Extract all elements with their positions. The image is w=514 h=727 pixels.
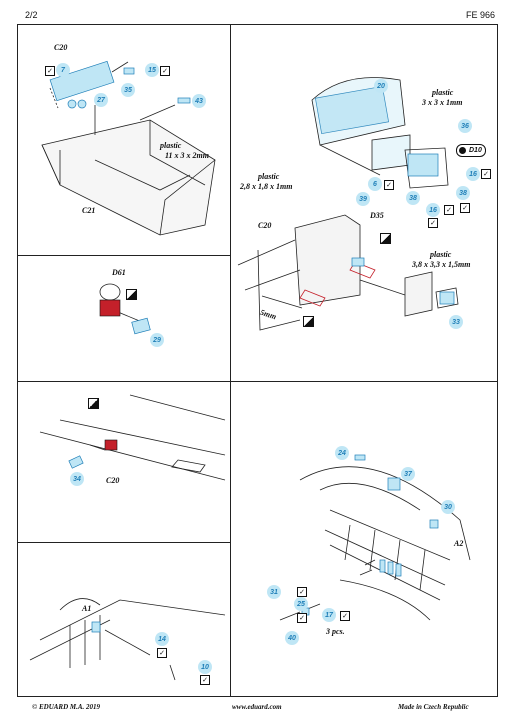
paint-color-icon: [88, 398, 99, 409]
part-number: 38: [406, 191, 420, 205]
made-in: Made in Czech Republic: [398, 703, 469, 711]
part-number: 20: [374, 79, 388, 93]
plastic-dims: 3 x 3 x 1mm: [422, 98, 463, 107]
check-box: ✓: [157, 648, 167, 658]
check-box: ✓: [200, 675, 210, 685]
plastic-dims: 2,8 x 1,8 x 1mm: [240, 182, 293, 191]
check-box: ✓: [160, 66, 170, 76]
plastic-label: plastic: [432, 88, 454, 97]
column-divider-bottom: [230, 381, 231, 697]
check-box: ✓: [384, 180, 394, 190]
column-divider-top: [230, 24, 231, 381]
part-number: 14: [155, 632, 169, 646]
part-c20-label: C20: [54, 43, 68, 52]
plastic-label: plastic: [258, 172, 280, 181]
part-number: 16: [466, 167, 480, 181]
part-a2-label: A2: [454, 539, 464, 548]
part-number: 39: [356, 192, 370, 206]
part-number: 43: [192, 94, 206, 108]
check-box: ✓: [444, 205, 454, 215]
plastic-dims: 3,8 x 3,3 x 1,5mm: [412, 260, 471, 269]
plastic-dims: 11 x 3 x 2mm: [165, 151, 210, 160]
check-box: ✓: [297, 587, 307, 597]
part-c20-label: C20: [258, 221, 272, 230]
quantity-label: 3 pcs.: [326, 627, 345, 636]
part-number: 17: [322, 608, 336, 622]
row-divider-2: [17, 381, 498, 382]
part-a1-label: A1: [82, 604, 92, 613]
part-number: 16: [426, 203, 440, 217]
paint-color-icon: [126, 289, 137, 300]
copyright: © EDUARD M.A. 2019: [32, 703, 101, 711]
check-box: ✓: [428, 218, 438, 228]
instruction-frame: [17, 24, 498, 697]
part-number: 7: [56, 63, 70, 77]
part-number: 35: [121, 83, 135, 97]
part-number: 6: [368, 177, 382, 191]
part-number: 15: [145, 63, 159, 77]
page-number: 2/2: [25, 10, 38, 20]
row-divider-3: [17, 542, 230, 543]
part-c21-label: C21: [82, 206, 96, 215]
part-number: 36: [458, 119, 472, 133]
part-number: 34: [70, 472, 84, 486]
part-number: 31: [267, 585, 281, 599]
part-number: 38: [456, 186, 470, 200]
part-number: 30: [441, 500, 455, 514]
check-box: ✓: [460, 203, 470, 213]
part-number: 10: [198, 660, 212, 674]
check-box: ✓: [297, 613, 307, 623]
part-number: 27: [94, 93, 108, 107]
part-d10-label: D10: [456, 144, 486, 157]
part-number: 29: [150, 333, 164, 347]
row-divider-1: [17, 255, 230, 256]
check-box: ✓: [340, 611, 350, 621]
part-number: 25: [294, 597, 308, 611]
part-number: 33: [449, 315, 463, 329]
check-box: ✓: [45, 66, 55, 76]
part-d61-label: D61: [112, 268, 126, 277]
paint-color-icon: [380, 233, 391, 244]
paint-color-icon: [303, 316, 314, 327]
plastic-label: plastic: [430, 250, 452, 259]
plastic-label: plastic: [160, 141, 182, 150]
website: www.eduard.com: [232, 703, 282, 711]
part-d35-label: D35: [370, 211, 384, 220]
part-c20-label: C20: [106, 476, 120, 485]
check-box: ✓: [481, 169, 491, 179]
part-number: 40: [285, 631, 299, 645]
document-code: FE 966: [466, 10, 496, 20]
part-number: 37: [401, 467, 415, 481]
part-number: 24: [335, 446, 349, 460]
